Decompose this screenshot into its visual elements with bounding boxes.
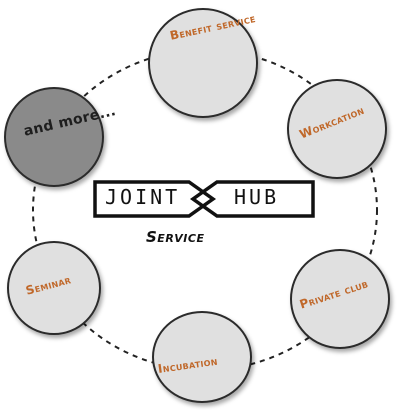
logo-hub-text: HUB [234, 185, 280, 209]
node-incubation [152, 311, 252, 403]
logo-frame [93, 180, 315, 218]
node-and-more [4, 87, 104, 187]
service-subtitle: Service [146, 228, 205, 246]
node-workcation [287, 79, 387, 179]
node-private-club [290, 249, 390, 349]
node-seminar [7, 241, 101, 335]
node-benefit-service [148, 8, 258, 118]
joint-hub-logo: JOINT HUB [93, 178, 315, 224]
logo-joint-text: JOINT [105, 185, 181, 209]
